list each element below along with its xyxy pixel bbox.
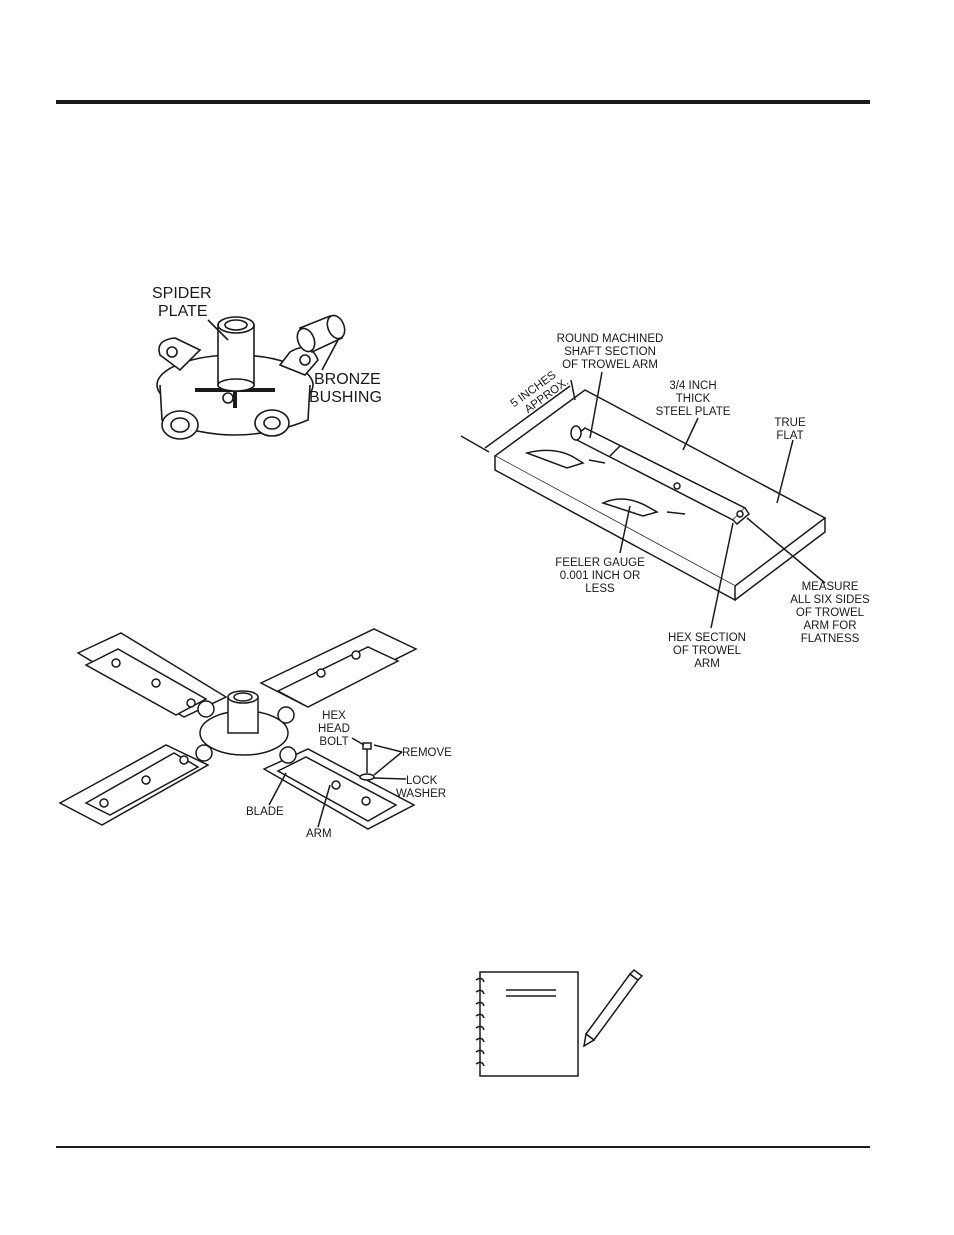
spider-plate-label-2: PLATE bbox=[158, 303, 208, 320]
round-shaft-label-3: OF TROWEL ARM bbox=[562, 359, 658, 371]
true-flat-label-1: TRUE bbox=[774, 417, 806, 429]
steel-plate-label-1: 3/4 INCH bbox=[669, 380, 716, 392]
blade-assembly-drawing: HEX HEAD BOLT REMOVE LOCK WASHER BLADE A… bbox=[56, 625, 461, 845]
flatness-drawing: ROUND MACHINED SHAFT SECTION OF TROWEL A… bbox=[455, 328, 885, 673]
lock-washer-label-1: LOCK bbox=[406, 775, 438, 787]
notes-figure bbox=[470, 966, 650, 1081]
feeler-gauge-label-2: 0.001 INCH OR bbox=[560, 570, 641, 582]
hex-section-label-3: ARM bbox=[694, 658, 720, 670]
lock-washer-label-2: WASHER bbox=[396, 788, 446, 800]
footer-rule bbox=[56, 1146, 870, 1148]
round-shaft-label-1: ROUND MACHINED bbox=[557, 333, 664, 345]
header-rule bbox=[56, 100, 870, 104]
bronze-bushing-label-1: BRONZE bbox=[314, 371, 381, 388]
measure-label-3: OF TROWEL bbox=[796, 607, 865, 619]
measure-label-5: FLATNESS bbox=[801, 633, 860, 645]
true-flat-label-2: FLAT bbox=[776, 430, 803, 442]
bronze-bushing-label-2: BUSHING bbox=[309, 389, 382, 406]
arm-label: ARM bbox=[306, 828, 332, 840]
feeler-gauge-label-3: LESS bbox=[585, 583, 615, 595]
round-shaft-label-2: SHAFT SECTION bbox=[564, 346, 656, 358]
spider-plate-label-1: SPIDER bbox=[152, 285, 212, 302]
feeler-gauge-label-1: FEELER GAUGE bbox=[555, 557, 645, 569]
blade-label: BLADE bbox=[246, 806, 284, 818]
hex-head-bolt-label-1: HEX bbox=[322, 710, 346, 722]
trowel-arm-flatness-figure: ROUND MACHINED SHAFT SECTION OF TROWEL A… bbox=[455, 328, 885, 673]
measure-label-2: ALL SIX SIDES bbox=[790, 594, 870, 606]
steel-plate-label-3: STEEL PLATE bbox=[656, 406, 731, 418]
hex-section-label-2: OF TROWEL bbox=[673, 645, 742, 657]
blade-assembly-figure: HEX HEAD BOLT REMOVE LOCK WASHER BLADE A… bbox=[56, 625, 461, 845]
notebook-icon bbox=[470, 966, 650, 1081]
spider-plate-drawing: SPIDER PLATE BRONZE BUSHING bbox=[140, 280, 400, 450]
pencil-icon bbox=[584, 970, 642, 1046]
hex-head-bolt-label-2: HEAD bbox=[318, 723, 350, 735]
hex-head-bolt-label-3: BOLT bbox=[319, 736, 348, 748]
remove-label: REMOVE bbox=[402, 747, 452, 759]
hex-section-label-1: HEX SECTION bbox=[668, 632, 746, 644]
spider-plate-figure: SPIDER PLATE BRONZE BUSHING bbox=[140, 280, 400, 450]
steel-plate-label-2: THICK bbox=[676, 393, 711, 405]
measure-label-4: ARM FOR bbox=[803, 620, 856, 632]
measure-label-1: MEASURE bbox=[802, 581, 859, 593]
